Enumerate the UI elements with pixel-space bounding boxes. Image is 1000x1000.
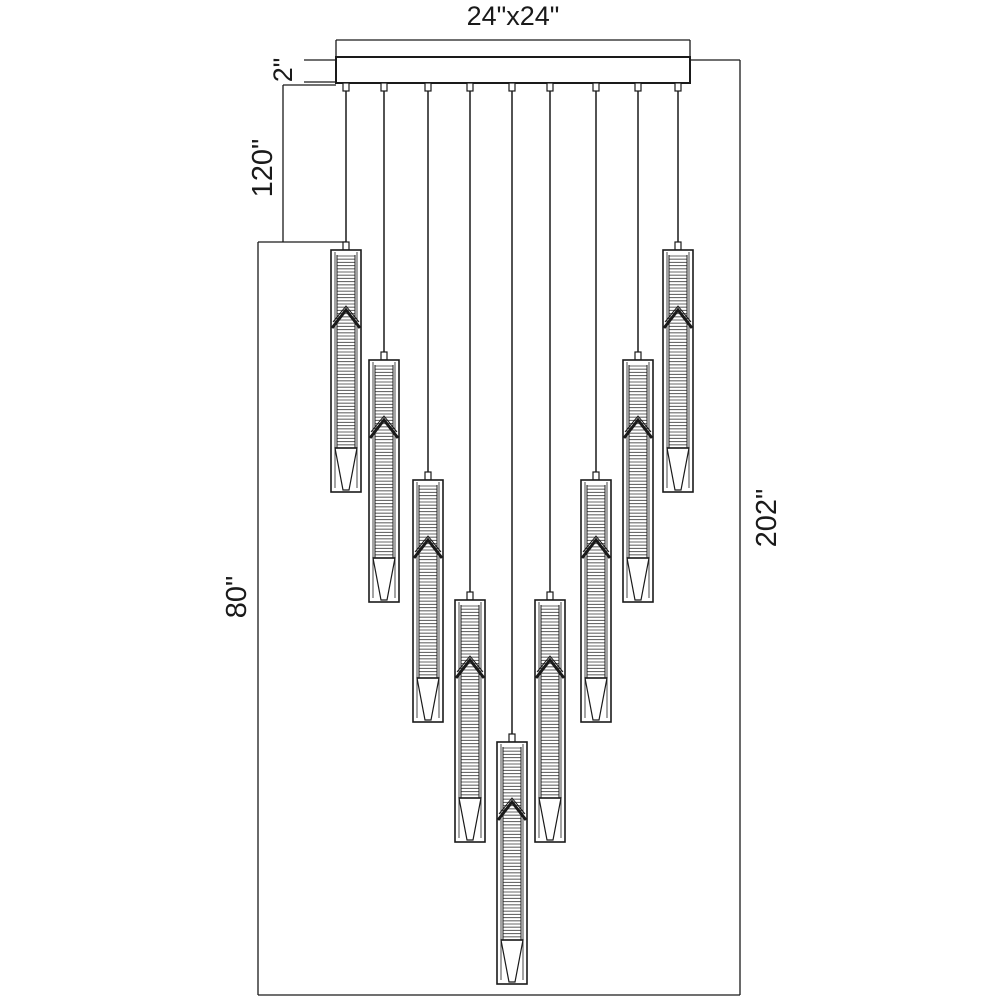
pendant-1 (330, 82, 362, 493)
cord-hook (634, 82, 642, 92)
pendant-3 (412, 82, 444, 723)
cord-hook (342, 82, 350, 92)
canopy (335, 56, 691, 84)
cord-hook (674, 82, 682, 92)
cord-hook (466, 82, 474, 92)
pendant-cap (342, 241, 350, 251)
pendant-8 (622, 82, 654, 603)
chevron-bracket (496, 799, 528, 821)
chevron-bracket (370, 415, 398, 433)
pendant-cap (424, 471, 432, 481)
chevron-bracket (412, 537, 444, 559)
pendant-cap (592, 471, 600, 481)
crystal-bands (419, 485, 437, 676)
pendant-2 (368, 82, 400, 603)
overall-height-label: 202" (751, 489, 783, 548)
canopy-height-label: 2" (268, 58, 298, 83)
pendant-cap (634, 351, 642, 361)
pendant-cap (674, 241, 682, 251)
chevron-bracket (456, 655, 484, 673)
chevron-bracket (624, 415, 652, 433)
chevron-bracket (454, 657, 486, 679)
crystal-bands (629, 365, 647, 556)
cord-hook (546, 82, 554, 92)
chevron-bracket (330, 307, 362, 329)
crystal-bands (337, 255, 355, 449)
pendant-cap (546, 591, 554, 601)
chevron-bracket (534, 657, 566, 679)
crystal-bands (669, 255, 687, 449)
chevron-bracket (368, 417, 400, 439)
pendant-group (330, 82, 694, 985)
pendant-9 (662, 82, 694, 493)
chevron-bracket (582, 535, 610, 553)
pendant-cap (466, 591, 474, 601)
pendant-5 (496, 82, 528, 985)
cord-hook (508, 82, 516, 92)
crystal-bands (587, 485, 605, 676)
chevron-bracket (332, 305, 360, 323)
cord-hook (424, 82, 432, 92)
fixture-drop-label: 80" (221, 576, 253, 619)
dimension-lines (257, 39, 741, 996)
canopy-size-label: 24"x24" (467, 1, 560, 31)
crystal-bands (541, 605, 559, 796)
pendant-4 (454, 82, 486, 843)
chevron-bracket (664, 305, 692, 323)
cord-hook (380, 82, 388, 92)
pendant-7 (580, 82, 612, 723)
chevron-bracket (536, 655, 564, 673)
pendant-cap (380, 351, 388, 361)
chevron-bracket (662, 307, 694, 329)
chevron-bracket (580, 537, 612, 559)
pendant-6 (534, 82, 566, 843)
chevron-bracket (622, 417, 654, 439)
crystal-bands (375, 365, 393, 556)
chevron-bracket (414, 535, 442, 553)
pendant-cap (508, 733, 516, 743)
chevron-bracket (498, 797, 526, 815)
top-cord-length-label: 120" (247, 139, 279, 198)
crystal-bands (461, 605, 479, 796)
cord-hook (592, 82, 600, 92)
